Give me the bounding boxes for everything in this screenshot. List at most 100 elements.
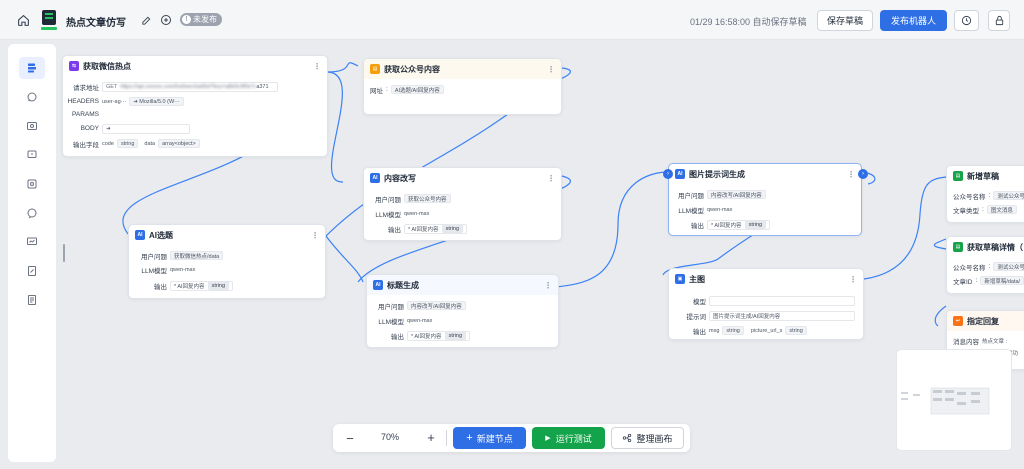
message-row: 消息内容 热点文章 : xyxy=(953,335,1007,346)
sidebar-resize-handle[interactable] xyxy=(63,244,65,262)
add-circle-icon[interactable] xyxy=(159,13,173,27)
output-type: string xyxy=(441,224,464,233)
llm-label: LLM模型 xyxy=(678,207,704,215)
user-question-value[interactable]: 获取公众号内容 xyxy=(404,194,451,203)
llm-value[interactable]: qwen-max xyxy=(707,206,733,213)
node-title: 新增草稿 xyxy=(967,171,999,181)
minimap-preview xyxy=(901,387,990,415)
node-get-wechat-hot[interactable]: ⇆ 获取微信热点 ⋮ 请求地址 GET https://api.xxxxxx.c… xyxy=(62,55,328,157)
prompt-row: 提示词 图片提示词生成/AI回复内容 xyxy=(669,310,855,321)
input-port-icon[interactable]: › xyxy=(663,169,673,179)
llm-row: LLM模型 qwen-max xyxy=(364,208,429,219)
params-label: PARAMS xyxy=(72,111,99,118)
url-field[interactable]: GET https://api.xxxxxx.com/hot/wechat/li… xyxy=(102,81,278,92)
user-question-value[interactable]: 获取微信热点/data xyxy=(170,251,224,260)
sidebar-item-analytics[interactable] xyxy=(19,231,45,253)
node-main-image[interactable]: ▣ 主图 ⋮ 模型 提示词 图片提示词生成/AI回复内容 输出 msg stri… xyxy=(668,268,864,340)
more-icon[interactable]: ⋮ xyxy=(544,280,552,290)
output-field: * AI回复内容 string xyxy=(707,219,771,230)
document-icon xyxy=(28,295,36,305)
arrange-label: 整理画布 xyxy=(636,433,673,444)
new-node-button[interactable]: + 新建节点 xyxy=(453,427,526,449)
publish-button[interactable]: 发布机器人 xyxy=(880,10,947,31)
user-question-row: 用户问题 内容改写/AI回复内容 xyxy=(669,189,766,200)
zoom-in-button[interactable]: + xyxy=(427,429,435,445)
node-ai-topic[interactable]: AI AI选题 ⋮ 用户问题 获取微信热点/data LLM模型 qwen-ma… xyxy=(128,224,326,299)
body-field[interactable]: ➜ xyxy=(102,123,190,134)
account-value[interactable]: 测试公众号 xyxy=(993,191,1024,200)
site-value[interactable]: AI选题/AI回复内容 xyxy=(390,85,444,94)
header-value[interactable]: ➜ Mozilla/5.0 (W··· xyxy=(129,97,184,106)
node-title: AI选题 xyxy=(149,230,173,240)
page-title: 热点文章仿写 xyxy=(66,18,126,29)
message-value[interactable]: 热点文章 : xyxy=(982,338,1008,345)
history-button[interactable] xyxy=(954,10,979,31)
arrange-canvas-button[interactable]: 整理画布 xyxy=(611,427,684,449)
output-row: 输出 msg string picture_url_s string xyxy=(669,325,807,336)
output-value: * AI回复内容 xyxy=(174,283,205,290)
node-title: 内容改写 xyxy=(384,173,416,183)
llm-row: LLM模型 qwen-max xyxy=(129,264,195,275)
colon-label: : xyxy=(975,277,978,284)
save-draft-button[interactable]: 保存草稿 xyxy=(817,10,873,31)
node-header: AI 图片提示词生成 ⋮ xyxy=(669,164,861,184)
zoom-out-button[interactable]: − xyxy=(346,430,354,446)
message-value-2: 成功 xyxy=(1007,349,1018,357)
edit-icon[interactable] xyxy=(139,13,153,27)
minimap[interactable] xyxy=(896,349,1012,451)
node-image-prompt[interactable]: AI 图片提示词生成 ⋮ 用户问题 内容改写/AI回复内容 LLM模型 qwen… xyxy=(668,163,862,236)
url-row: 请求地址 GET https://api.xxxxxx.com/hot/wech… xyxy=(63,81,278,92)
run-test-button[interactable]: ▶ 运行测试 xyxy=(532,427,605,449)
article-id-value[interactable]: 新增草稿/data/ xyxy=(980,276,1024,285)
sidebar-item-message[interactable] xyxy=(19,144,45,166)
image-gen-icon: ▣ xyxy=(675,274,685,284)
workflow-canvas[interactable]: ⇆ 获取微信热点 ⋮ 请求地址 GET https://api.xxxxxx.c… xyxy=(58,44,1024,462)
llm-value[interactable]: qwen-max xyxy=(404,210,430,217)
more-icon[interactable]: ⋮ xyxy=(547,64,555,74)
header-value-text: Mozilla/5.0 (W··· xyxy=(139,98,180,105)
node-title-generation[interactable]: AI 标题生成 ⋮ 用户问题 内容改写/AI回复内容 LLM模型 qwen-ma… xyxy=(366,274,559,348)
sidebar-item-bubble[interactable] xyxy=(19,202,45,224)
clock-icon xyxy=(961,15,972,26)
article-id-row: 文章ID : 新增草稿/data/ xyxy=(953,275,1024,286)
node-sidebar xyxy=(8,44,56,462)
llm-row: LLM模型 qwen-max xyxy=(367,315,432,326)
sidebar-item-chat[interactable] xyxy=(19,86,45,108)
top-bar: 热点文章仿写 ! 未发布 01/29 16:58:00 自动保存草稿 保存草稿 … xyxy=(0,0,1024,40)
more-icon[interactable]: ⋮ xyxy=(313,61,321,71)
account-value[interactable]: 测试公众号 xyxy=(993,262,1024,271)
more-icon[interactable]: ⋮ xyxy=(311,230,319,240)
llm-value[interactable]: qwen-max xyxy=(170,266,196,273)
llm-label: LLM模型 xyxy=(375,211,401,219)
prompt-value[interactable]: 图片提示词生成/AI回复内容 xyxy=(709,310,855,321)
sidebar-item-database[interactable] xyxy=(19,173,45,195)
user-question-value[interactable]: 内容改写/AI回复内容 xyxy=(407,301,466,310)
more-icon[interactable]: ⋮ xyxy=(547,173,555,183)
more-icon[interactable]: ⋮ xyxy=(847,169,855,179)
header-key: user-ag··· xyxy=(102,98,127,105)
user-question-value[interactable]: 内容改写/AI回复内容 xyxy=(707,190,766,199)
llm-value[interactable]: qwen-max xyxy=(407,317,433,324)
user-question-label: 用户问题 xyxy=(375,196,401,204)
node-get-account-content[interactable]: ▤ 获取公众号内容 ⋮ 网址 : AI选题/AI回复内容 xyxy=(363,58,562,115)
colon-label: : xyxy=(988,263,991,270)
output-type: string xyxy=(444,331,467,340)
sidebar-item-workflow[interactable] xyxy=(19,57,45,79)
sidebar-item-edit[interactable] xyxy=(19,260,45,282)
sidebar-item-document[interactable] xyxy=(19,289,45,311)
node-get-draft-detail[interactable]: ▤ 获取草稿详情（ 公众号名称 : 测试公众号 文章ID : 新增草稿/data… xyxy=(946,236,1024,294)
draft-icon: ▤ xyxy=(953,171,963,181)
node-new-draft[interactable]: ▤ 新增草稿 公众号名称 : 测试公众号 文章类型 : 图文消息 xyxy=(946,165,1024,223)
more-icon[interactable]: ⋮ xyxy=(849,274,857,284)
home-icon[interactable] xyxy=(15,12,31,28)
sidebar-item-media[interactable] xyxy=(19,115,45,137)
model-select[interactable] xyxy=(709,295,855,306)
lock-button[interactable] xyxy=(988,10,1010,31)
layers-icon xyxy=(28,63,36,73)
node-content-rewrite[interactable]: AI 内容改写 ⋮ 用户问题 获取公众号内容 LLM模型 qwen-max 输出… xyxy=(363,167,562,241)
output-row: 输出 * AI回复内容 string xyxy=(367,330,471,341)
output-label: 输出 xyxy=(391,333,404,341)
output-port-icon[interactable]: › xyxy=(858,169,868,179)
article-type-value[interactable]: 图文消息 xyxy=(986,205,1017,214)
status-badge-label: 未发布 xyxy=(193,15,217,24)
